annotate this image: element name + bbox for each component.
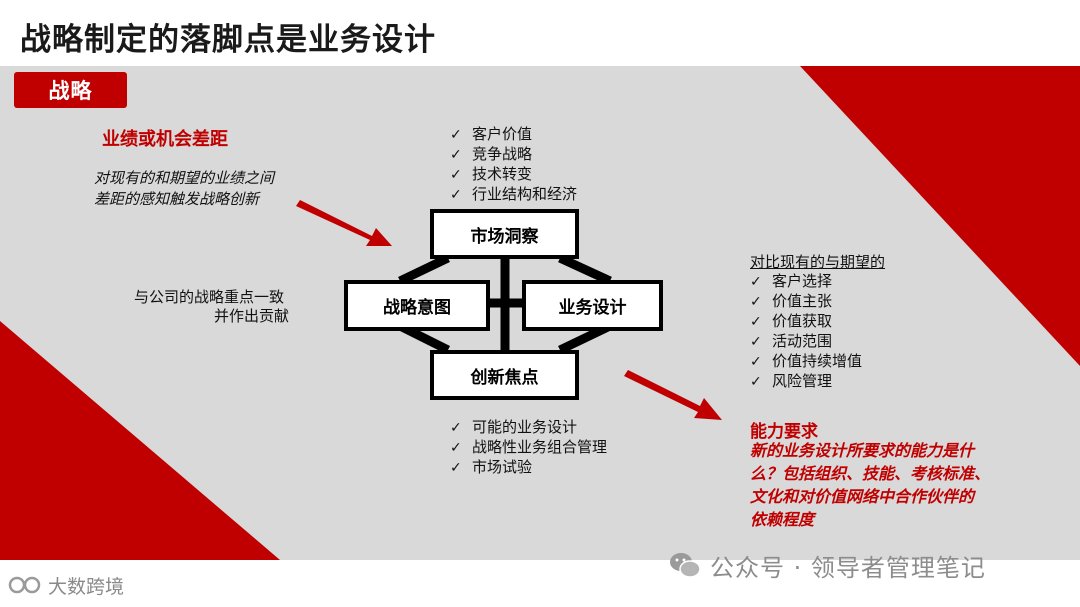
arrow-gap-to-market <box>296 200 392 246</box>
list-item: 价值持续增值 <box>750 352 862 372</box>
innovation-checklist: 可能的业务设计 战略性业务组合管理 市场试验 <box>450 418 607 478</box>
align-line2: 并作出贡献 <box>214 307 290 325</box>
top-right-red-triangle <box>800 66 1080 366</box>
compare-heading: 对比现有的与期望的 <box>750 253 886 271</box>
list-item: 价值获取 <box>750 312 862 332</box>
list-item: 活动范围 <box>750 332 862 352</box>
bottom-left-red-triangle <box>0 321 280 560</box>
capability-line1: 新的业务设计所要求的能力是什 <box>750 441 975 460</box>
red-arrows <box>296 200 722 420</box>
compare-checklist: 客户选择 价值主张 价值获取 活动范围 价值持续增值 风险管理 <box>750 272 862 392</box>
list-item: 市场试验 <box>450 458 607 478</box>
gap-heading: 业绩或机会差距 <box>102 129 228 150</box>
list-item: 价值主张 <box>750 292 862 312</box>
capability-line3: 文化和对价值网络中合作伙伴的 <box>750 487 975 506</box>
brand-logo-icon <box>8 576 41 594</box>
align-line1: 与公司的战略重点一致 <box>134 288 285 306</box>
gap-desc-line2: 差距的感知触发战略创新 <box>94 190 260 208</box>
box-strategic-intent: 战略意图 <box>344 280 490 331</box>
capability-heading: 能力要求 <box>750 422 818 442</box>
list-item: 行业结构和经济 <box>450 185 577 205</box>
box-business-design: 业务设计 <box>522 280 663 331</box>
strategy-tag: 战略 <box>14 72 127 108</box>
capability-line2: 么？包括组织、技能、考核标准、 <box>750 464 991 483</box>
list-item: 技术转变 <box>450 165 577 185</box>
box-innovation-focus: 创新焦点 <box>430 350 579 400</box>
capability-line4: 依赖程度 <box>750 510 815 529</box>
wechat-icon <box>670 553 701 578</box>
list-item: 战略性业务组合管理 <box>450 438 607 458</box>
list-item: 可能的业务设计 <box>450 418 607 438</box>
market-checklist: 客户价值 竞争战略 技术转变 行业结构和经济 <box>450 125 577 205</box>
gap-desc-line1: 对现有的和期望的业绩之间 <box>94 169 275 187</box>
background-shapes <box>0 66 1080 560</box>
box-market-insight: 市场洞察 <box>430 209 579 259</box>
footer-logo: 大数跨境 <box>8 570 124 600</box>
watermark-text: 公众号 · 领导者管理笔记 <box>710 553 986 582</box>
list-item: 客户价值 <box>450 125 577 145</box>
page-title: 战略制定的落脚点是业务设计 <box>20 22 436 58</box>
watermark: 公众号 · 领导者管理笔记 <box>668 548 986 582</box>
list-item: 风险管理 <box>750 372 862 392</box>
arrow-innovation-to-capability <box>624 370 722 420</box>
list-item: 客户选择 <box>750 272 862 292</box>
footer-logo-text: 大数跨境 <box>48 575 125 598</box>
list-item: 竞争战略 <box>450 145 577 165</box>
